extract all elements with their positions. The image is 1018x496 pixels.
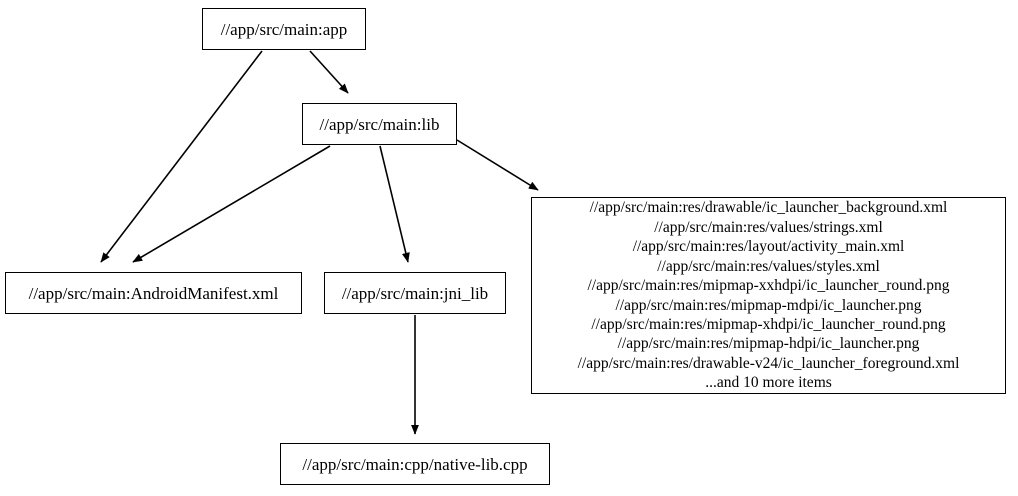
node-lib[interactable]: //app/src/main:lib <box>302 103 457 145</box>
edge-app-to-manifest <box>100 50 263 263</box>
node-app[interactable]: //app/src/main:app <box>202 8 366 50</box>
node-android-manifest-label: //app/src/main:AndroidManifest.xml <box>28 283 279 303</box>
node-resources-group-label: //app/src/main:res/drawable/ic_launcher_… <box>577 199 960 392</box>
node-jni-lib[interactable]: //app/src/main:jni_lib <box>324 272 506 314</box>
node-native-lib-cpp[interactable]: //app/src/main:cpp/native-lib.cpp <box>280 443 550 485</box>
edge-lib-to-resources <box>456 139 539 191</box>
node-android-manifest[interactable]: //app/src/main:AndroidManifest.xml <box>5 272 302 314</box>
edge-app-to-lib <box>309 50 349 94</box>
node-native-lib-cpp-label: //app/src/main:cpp/native-lib.cpp <box>302 454 528 474</box>
node-resources-group[interactable]: //app/src/main:res/drawable/ic_launcher_… <box>531 197 1006 394</box>
node-jni-lib-label: //app/src/main:jni_lib <box>341 283 489 303</box>
edge-lib-to-jni-lib <box>379 145 410 263</box>
node-lib-label: //app/src/main:lib <box>319 114 440 134</box>
node-app-label: //app/src/main:app <box>220 19 348 39</box>
edge-lib-to-manifest <box>132 145 331 263</box>
